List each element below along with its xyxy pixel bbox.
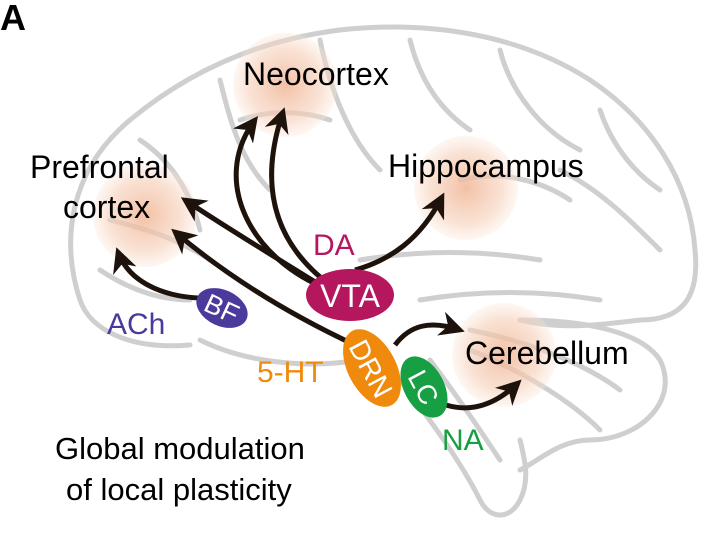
arrow-vta-neocortex-2 [264,107,332,287]
cerebellum-label: Cerebellum [465,335,629,371]
5ht-label: 5-HT [257,356,324,389]
drn-nucleus: DRN [343,329,401,407]
ach-label: ACh [107,308,165,341]
cerebellum-highlight [452,303,556,407]
prefrontal-label-line1: Prefrontal [30,149,169,185]
caption-line1: Global modulation [55,431,305,466]
projection-arrows [113,107,522,411]
na-label: NA [442,424,484,457]
hippocampus-label: Hippocampus [388,148,584,184]
arrow-drn-prefrontal [171,228,357,348]
neocortex-label: Neocortex [243,56,389,92]
da-label: DA [313,229,355,262]
vta-label: VTA [320,278,381,314]
prefrontal-highlight [93,163,197,267]
bf-nucleus: BF [196,288,248,330]
neocortex-highlight [233,33,337,137]
arrow-drn-cerebellum [393,311,465,347]
panel-label: A [0,0,26,38]
caption-line2: of local plasticity [66,472,292,507]
arrow-vta-prefrontal [180,197,322,288]
vta-nucleus: VTA [306,269,394,321]
arrow-vta-hippocampus [354,192,445,273]
prefrontal-label-line2: cortex [63,189,150,225]
